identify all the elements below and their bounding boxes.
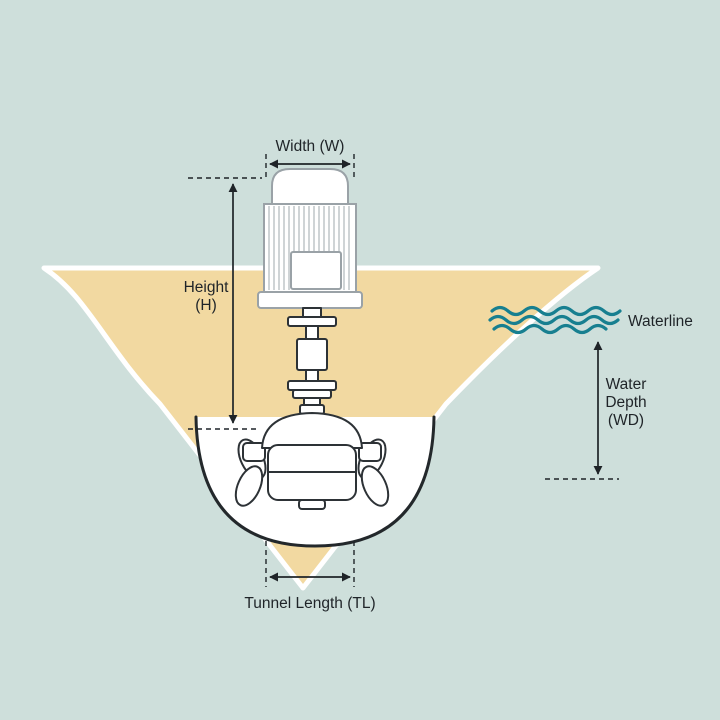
water-depth-label-line2: Depth	[605, 394, 646, 411]
gearbox-dome	[261, 412, 363, 449]
width-label: Width (W)	[276, 138, 345, 155]
water-depth-label-line3: (WD)	[608, 412, 644, 429]
wave-line	[490, 305, 622, 317]
shaft-neck	[305, 369, 319, 382]
shaft-neck	[305, 325, 319, 340]
pod-skeg	[298, 499, 326, 510]
shaft-flange	[292, 389, 332, 399]
width-dimension: Width (W)	[265, 138, 355, 180]
propeller-blade	[234, 465, 264, 507]
wave-line	[488, 314, 620, 326]
motor-base-flange	[257, 291, 363, 309]
tunnel-rim	[194, 415, 436, 548]
wave-line	[492, 323, 608, 335]
shaft-flange	[287, 380, 337, 391]
height-dimension: Height (H)	[184, 177, 262, 430]
motor-cooling-fins	[268, 206, 350, 290]
waterline-label: Waterline	[628, 313, 693, 330]
tunnel-length-label: Tunnel Length (TL)	[244, 595, 375, 612]
height-label-line1: Height	[184, 279, 229, 296]
height-label-line2: (H)	[195, 297, 217, 314]
shaft-flange	[287, 316, 337, 327]
mounting-bracket-right	[358, 442, 382, 462]
motor-nameplate	[290, 251, 342, 290]
mounting-bracket-left	[242, 442, 266, 462]
tunnel-length-dimension: Tunnel Length (TL)	[244, 541, 376, 612]
waterline-waves	[488, 305, 622, 335]
propeller-blade	[360, 465, 390, 507]
shaft-neck	[302, 307, 322, 318]
electric-motor	[257, 168, 363, 309]
thruster-pod	[234, 404, 390, 510]
water-depth-label-line1: Water	[606, 376, 647, 393]
shaft-coupling	[296, 338, 328, 371]
motor-top-cap	[271, 168, 349, 205]
water-depth-dimension: Water Depth (WD)	[545, 341, 647, 480]
